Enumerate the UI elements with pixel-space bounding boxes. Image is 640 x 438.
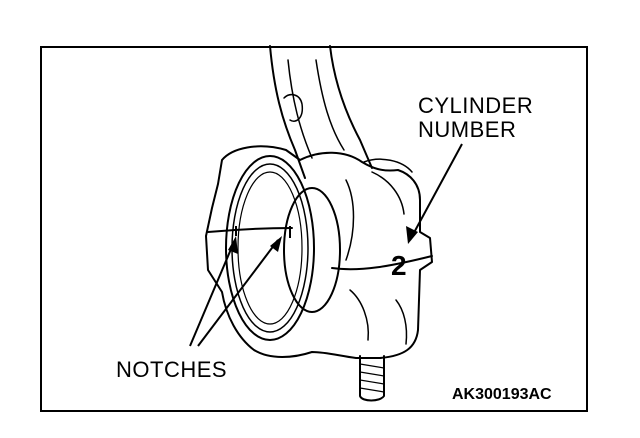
body-contour-1 (345, 179, 355, 261)
cylinder-label-line1: CYLINDER (418, 93, 534, 118)
cylinder-arrowhead (406, 226, 418, 244)
body-contour-4 (395, 299, 408, 345)
parting-line-right (331, 255, 433, 271)
bore-inner (283, 187, 341, 313)
bore-ring-3 (237, 171, 303, 325)
boss-top (363, 158, 413, 173)
big-end-body (205, 145, 433, 359)
notch-arrowhead-2 (270, 236, 282, 252)
rod-rib (283, 93, 304, 122)
rod-shank (269, 45, 373, 179)
notch-leader-2 (197, 239, 279, 347)
figure-code: AK300193AC (452, 386, 552, 403)
cylinder-label-line2: NUMBER (418, 117, 517, 142)
bolt-thread (359, 363, 385, 393)
cylinder-number-digit: 2 (391, 250, 408, 281)
rod-shank-inner (287, 59, 345, 159)
cap-bolt (359, 355, 385, 402)
notches-label: NOTCHES (116, 357, 228, 382)
body-contour-3 (371, 171, 405, 215)
notch-arrowhead-1 (228, 236, 238, 254)
parting-line-left (207, 227, 293, 233)
cylinder-leader (409, 143, 463, 241)
bore-outer (225, 155, 315, 341)
bore-ring-2 (231, 163, 309, 333)
notch-leader-1 (189, 241, 235, 347)
body-contour-2 (349, 289, 370, 341)
